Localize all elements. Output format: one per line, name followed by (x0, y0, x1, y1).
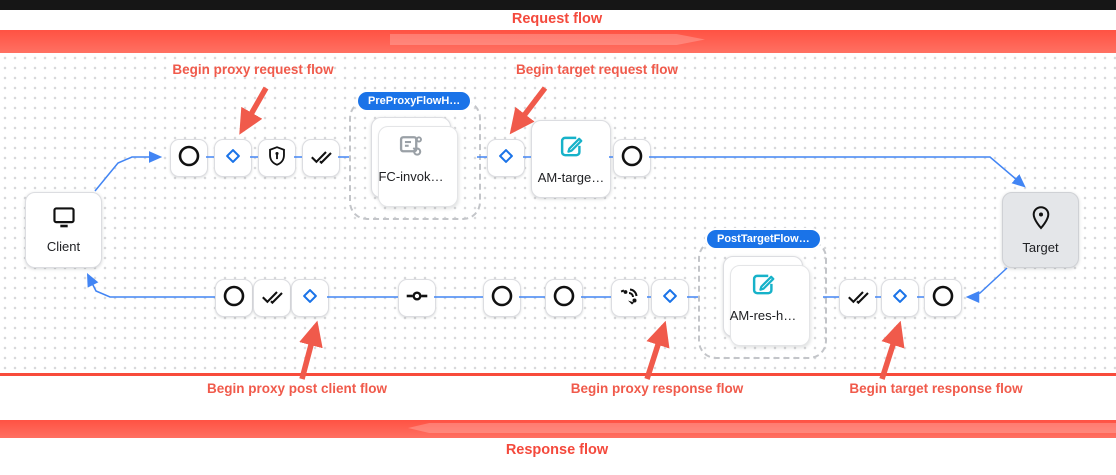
request-flow-title: Request flow (511, 11, 603, 27)
request-start-step[interactable] (170, 139, 208, 177)
request-end-step[interactable] (613, 139, 651, 177)
key-icon (404, 283, 430, 314)
edit-icon (557, 133, 585, 164)
double-check-icon (260, 284, 284, 313)
flow-callout-policy-label: FC-invok… (378, 168, 444, 184)
edit-icon (749, 271, 777, 302)
proxy-post-client-flow-marker[interactable] (291, 279, 329, 317)
signal-step[interactable] (611, 279, 649, 317)
verify-api-key-step[interactable] (258, 139, 296, 177)
assign-message-response-node[interactable]: AM-res-h… (723, 256, 810, 346)
key-step[interactable] (398, 279, 436, 317)
proxy-editor-canvas (0, 53, 1116, 376)
double-check-icon (309, 144, 333, 173)
assign-message-target-node[interactable]: AM-targe… (531, 120, 611, 198)
circle-step-icon (931, 284, 955, 313)
condition-diamond-icon (223, 146, 243, 171)
condition-diamond-icon (300, 286, 320, 311)
annotation-proxy-request: Begin proxy request flow (172, 62, 334, 77)
post-client-end-step[interactable] (215, 279, 253, 317)
circle-step-icon (552, 284, 576, 313)
circle-step-icon (490, 284, 514, 313)
response-flow-title: Response flow (505, 442, 609, 458)
assign-message-response-label: AM-res-h… (729, 307, 797, 323)
flow-callout-policy-node[interactable]: FC-invok… (371, 117, 458, 207)
annotation-proxy-response: Begin proxy response flow (570, 381, 744, 396)
response-flow-arrow (408, 423, 1116, 433)
client-node[interactable]: Client (25, 192, 102, 268)
location-pin-icon (1029, 205, 1053, 234)
shield-key-icon (266, 145, 288, 172)
response-flow-bar (0, 420, 1116, 438)
condition-diamond-icon (890, 286, 910, 311)
response-start-step[interactable] (924, 279, 962, 317)
flow-callout-icon (397, 132, 425, 163)
pre-proxy-flowhook-badge[interactable]: PreProxyFlowH… (356, 90, 473, 112)
annotation-target-request: Begin target request flow (515, 62, 679, 77)
response-step-circle-2[interactable] (545, 279, 583, 317)
signal-waves-icon (618, 284, 642, 313)
double-check-response-step[interactable] (253, 279, 291, 317)
double-check-step[interactable] (302, 139, 340, 177)
assign-message-target-label: AM-targe… (537, 170, 605, 185)
condition-diamond-icon (496, 146, 516, 171)
client-label: Client (46, 239, 81, 254)
circle-step-icon (177, 144, 201, 173)
monitor-icon (51, 206, 77, 233)
post-target-flowhook-badge[interactable]: PostTargetFlow… (705, 228, 822, 250)
target-request-flow-marker[interactable] (487, 139, 525, 177)
proxy-response-flow-marker[interactable] (651, 279, 689, 317)
request-flow-bar (0, 30, 1116, 53)
condition-diamond-icon (660, 286, 680, 311)
top-black-bar (0, 0, 1116, 10)
proxy-request-flow-marker[interactable] (214, 139, 252, 177)
annotation-proxy-post-client: Begin proxy post client flow (206, 381, 388, 396)
double-check-icon (846, 284, 870, 313)
circle-step-icon (222, 284, 246, 313)
request-flow-arrow (390, 34, 705, 45)
annotation-target-response: Begin target response flow (849, 381, 1023, 396)
double-check-target-response-step[interactable] (839, 279, 877, 317)
target-response-flow-marker[interactable] (881, 279, 919, 317)
response-step-circle-1[interactable] (483, 279, 521, 317)
target-node[interactable]: Target (1002, 192, 1079, 268)
circle-step-icon (620, 144, 644, 173)
target-label: Target (1022, 240, 1059, 255)
